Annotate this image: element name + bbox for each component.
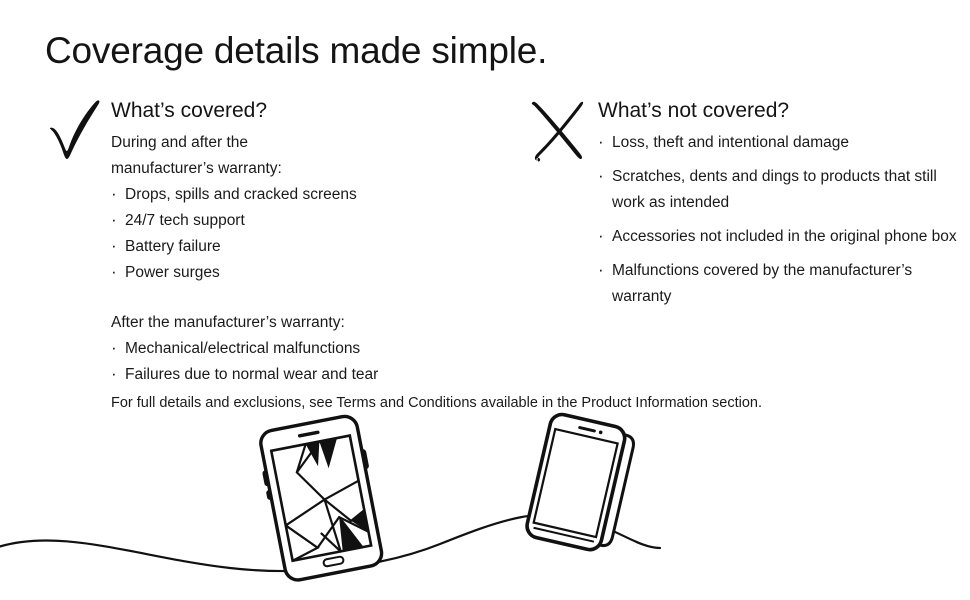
list-item: Power surges [111,259,506,286]
list-item: Failures due to normal wear and tear [111,361,506,388]
covered-intro: During and after the manufacturer’s warr… [111,134,282,177]
intact-phone-icon [525,412,635,552]
list-item: Mechanical/electrical malfunctions [111,335,506,362]
list-item: Loss, theft and intentional damage [598,129,958,156]
list-item: Battery failure [111,233,506,260]
list-item: Scratches, dents and dings to products t… [598,163,958,216]
check-mark-icon [45,98,107,164]
page-title: Coverage details made simple. [45,30,548,71]
not-covered-list: Loss, theft and intentional damage Scrat… [598,129,958,310]
not-covered-heading: What’s not covered? [598,99,790,122]
list-item: Malfunctions covered by the manufacturer… [598,257,958,310]
list-item: Accessories not included in the original… [598,223,958,250]
list-item: Drops, spills and cracked screens [111,181,506,208]
covered-body: What’s covered? During and after the man… [111,98,506,388]
footer-disclaimer: For full details and exclusions, see Ter… [111,395,762,411]
phones-illustration [0,408,970,600]
cross-mark-icon [528,98,590,164]
covered-secondary-label: After the manufacturer’s warranty: [111,314,345,331]
covered-list: Drops, spills and cracked screens 24/7 t… [111,181,506,286]
covered-heading: What’s covered? [111,99,268,122]
list-item: 24/7 tech support [111,207,506,234]
cracked-phone-icon [259,414,384,582]
not-covered-body: What’s not covered? Loss, theft and inte… [598,98,958,310]
covered-secondary-list: Mechanical/electrical malfunctions Failu… [111,335,506,388]
section-spacer [111,286,506,310]
